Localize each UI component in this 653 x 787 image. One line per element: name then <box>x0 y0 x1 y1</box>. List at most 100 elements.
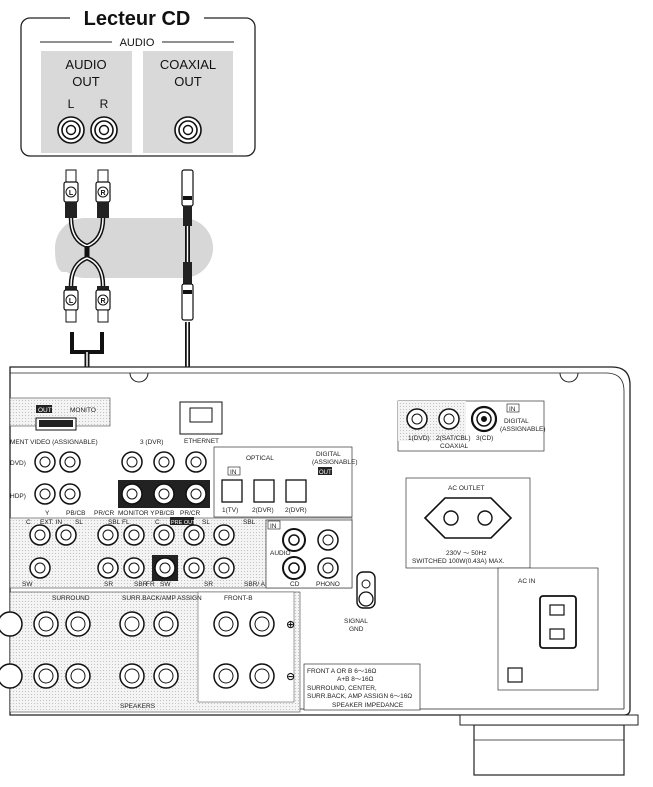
coaxial-in-2[interactable] <box>438 408 460 430</box>
c-label-2: C <box>155 519 160 526</box>
phono-jack-left[interactable] <box>317 529 339 551</box>
coaxial-out-label-1: COAXIAL <box>160 57 216 72</box>
coaxial-in-1[interactable] <box>406 408 428 430</box>
speakers-label: SPEAKERS <box>120 703 156 710</box>
front-imp-1: FRONT A OR B 6～16Ω <box>307 668 377 675</box>
sw-label: SW <box>22 581 33 588</box>
audio-out-label-1: AUDIO <box>65 57 106 72</box>
audio-out-panel <box>41 51 132 153</box>
ac-in-inlet[interactable] <box>539 595 577 649</box>
coaxial-in-badge: IN <box>509 406 516 413</box>
sbl-label: SBL <box>108 519 121 526</box>
signal-gnd-label-2: GND <box>349 626 364 633</box>
rca-jack-right[interactable] <box>90 116 118 144</box>
coaxial-3-label: 3(CD) <box>476 435 493 442</box>
audio-group-label: AUDIO <box>120 37 155 49</box>
optical-port-3[interactable] <box>285 479 307 503</box>
hdmi-out-badge: OUT <box>38 407 52 414</box>
digital-assignable-label-2: (ASSIGNABLE) <box>312 459 358 466</box>
optical-port-2[interactable] <box>253 479 275 503</box>
signal-gnd-terminal[interactable] <box>356 571 376 609</box>
signal-gnd-label-1: SIGNAL <box>344 618 368 625</box>
coaxial-plug-top <box>181 169 194 226</box>
rca-plug-top-right: R <box>95 169 111 218</box>
coaxial-out-label-2: OUT <box>174 74 202 89</box>
coaxial-digital-label: DIGITAL <box>504 418 529 425</box>
video-jack-row-1 <box>34 451 207 473</box>
front-b-label: FRONT-B <box>224 595 253 602</box>
monitor-label: MONITO <box>70 407 96 414</box>
pr-label: PR/CR <box>94 510 115 517</box>
ac-outlet-label: AC OUTLET <box>448 485 485 492</box>
left-label: L <box>68 97 75 111</box>
hdp-input-label: HDP) <box>10 493 26 500</box>
sr-label-2: SR <box>204 581 213 588</box>
dvr3-label: 3 (DVR) <box>140 439 163 446</box>
pre-out-badge: PRE OUT <box>171 520 196 526</box>
ac-outlet-socket[interactable] <box>423 497 513 539</box>
cd-audio-label: AUDIO <box>270 550 291 557</box>
ac-outlet-spec-2: SWITCHED 100W(0.43A) MAX. <box>412 558 505 565</box>
surr-imp-2: SURR.BACK, AMP ASSIGN 6～16Ω <box>307 693 412 700</box>
pb-label: PB/CB <box>66 510 86 517</box>
optical-in-badge: IN <box>230 469 237 476</box>
right-label: R <box>100 97 109 111</box>
surr-imp-1: SURROUND, CENTER, <box>307 685 377 692</box>
surround-label: SURROUND <box>52 595 90 602</box>
receiver-foot <box>473 724 625 776</box>
sl-label: SL <box>75 519 83 526</box>
class-ii-icon <box>507 667 523 683</box>
pr-label-2: PR/CR <box>180 510 201 517</box>
ac-outlet-spec-1: 230V ～ 50Hz <box>446 550 486 557</box>
sbr-label: SBR <box>134 581 148 588</box>
sr-label: SR <box>104 581 113 588</box>
coaxial-group-label: COAXIAL <box>440 443 469 450</box>
audio-jack-row-1 <box>29 524 235 546</box>
minus-icon: ⊖ <box>286 670 295 683</box>
optical-2-label: 2(DVR) <box>252 507 274 514</box>
rca-plug-bottom-left: L <box>63 286 79 323</box>
optical-1-label: 1(TV) <box>222 507 238 514</box>
surr-back-label: SURR.BACK/AMP ASSIGN <box>122 595 202 602</box>
cd-in-right-jack[interactable] <box>282 556 306 580</box>
rca-jack-left[interactable] <box>57 116 85 144</box>
audio-out-label-2: OUT <box>72 74 100 89</box>
speaker-impedance-label: SPEAKER IMPEDANCE <box>332 702 404 709</box>
plug-bottom-right-label: R <box>100 298 105 305</box>
front-imp-2: A+B 8～16Ω <box>337 676 374 683</box>
fl-label: FL <box>122 519 130 526</box>
coaxial-2-label: 2(SAT/CBL) <box>436 435 471 442</box>
digital-assignable-label-1: DIGITAL <box>316 451 341 458</box>
component-video-label: MENT VIDEO (ASSIGNABLE) <box>10 439 98 446</box>
fr-label: FR <box>146 581 155 588</box>
plus-icon: ⊕ <box>286 618 295 631</box>
coaxial-1-label: 1(DVD) <box>408 435 430 442</box>
phono-jack-right[interactable] <box>317 557 339 579</box>
sl-label-2: SL <box>202 519 210 526</box>
y-label: Y <box>45 510 50 517</box>
ethernet-port[interactable] <box>179 401 223 435</box>
optical-out-badge: OUT <box>319 470 332 476</box>
rca-plug-top-left: L <box>63 169 79 218</box>
coaxial-out-jack[interactable] <box>174 116 202 144</box>
cd-label: CD <box>290 581 300 588</box>
plug-bottom-left-label: L <box>69 298 74 305</box>
coaxial-assignable-label: (ASSIGNABLE) <box>500 426 546 433</box>
phono-label: PHONO <box>316 581 340 588</box>
ext-in-label: EXT. IN <box>40 519 62 526</box>
cd-in-left-jack[interactable] <box>282 528 306 552</box>
cd-player-title: Lecteur CD <box>84 8 191 30</box>
speaker-terminals <box>0 611 275 689</box>
monitor-y-label: MONITOR Y <box>118 510 155 517</box>
cd-player: Lecteur CD AUDIO AUDIO OUT L R COAXIAL O… <box>20 6 256 157</box>
coaxial-plug-bottom <box>181 262 194 321</box>
optical-3-label: 2(DVR) <box>285 507 307 514</box>
plug-top-left-label: L <box>69 190 74 197</box>
rca-plug-bottom-right: R <box>95 286 111 323</box>
optical-label: OPTICAL <box>246 455 274 462</box>
optical-port-1[interactable] <box>221 479 243 503</box>
sbr-assign-label: SBR/ ASSIGN <box>244 581 285 588</box>
c-label: C <box>26 519 31 526</box>
receiver-rear-panel: OUT MONITO MENT VIDEO (ASSIGNABLE) DVD) … <box>0 366 639 776</box>
